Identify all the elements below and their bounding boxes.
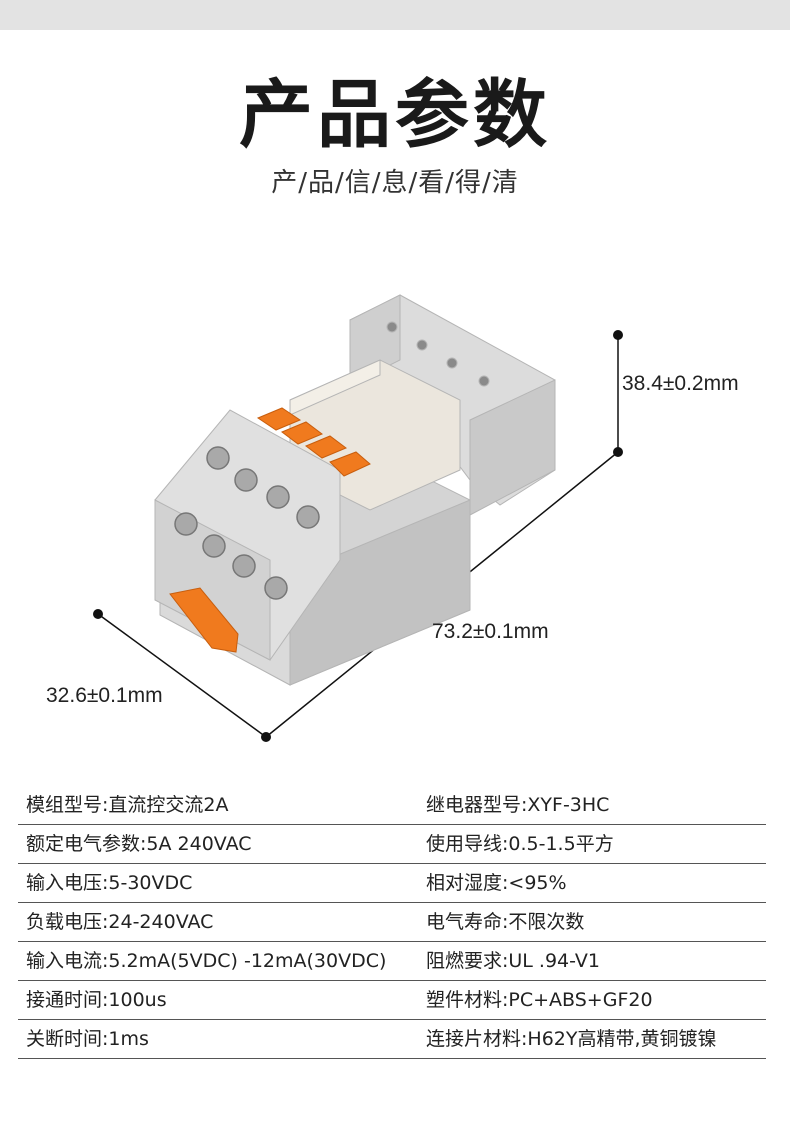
product-illustration	[93, 294, 623, 742]
spec-row: 输入电压:5-30VDC 相对湿度:<95%	[18, 864, 766, 903]
spec-left: 模组型号:直流控交流2A	[26, 794, 229, 816]
page-subtitle: 产/品/信/息/看/得/清	[271, 168, 519, 198]
spec-left: 接通时间:100us	[26, 989, 167, 1011]
spec-right: 塑件材料:PC+ABS+GF20	[426, 989, 653, 1011]
height-dimension: 38.4±0.2mm	[622, 372, 739, 395]
spec-row: 负载电压:24-240VAC 电气寿命:不限次数	[18, 903, 766, 942]
top-band	[0, 0, 790, 30]
dimension-dots	[93, 330, 623, 742]
spec-right: 电气寿命:不限次数	[426, 911, 585, 933]
spec-row: 额定电气参数:5A 240VAC 使用导线:0.5-1.5平方	[18, 825, 766, 864]
orange-latches	[169, 407, 371, 653]
spec-row: 模组型号:直流控交流2A 继电器型号:XYF-3HC	[18, 786, 766, 825]
spec-row: 接通时间:100us 塑件材料:PC+ABS+GF20	[18, 981, 766, 1020]
spec-right: 继电器型号:XYF-3HC	[426, 794, 610, 816]
spec-left: 额定电气参数:5A 240VAC	[26, 833, 252, 855]
page-title: 产品参数	[239, 72, 551, 158]
spec-row: 输入电流:5.2mA(5VDC) -12mA(30VDC) 阻燃要求:UL .9…	[18, 942, 766, 981]
spec-left: 负载电压:24-240VAC	[26, 911, 214, 933]
length-dimension: 73.2±0.1mm	[432, 620, 549, 643]
depth-dimension: 32.6±0.1mm	[46, 684, 163, 707]
spec-right: 连接片材料:H62Y高精带,黄铜镀镍	[426, 1028, 717, 1050]
spec-left: 输入电压:5-30VDC	[26, 872, 193, 894]
spec-right: 使用导线:0.5-1.5平方	[426, 833, 614, 855]
spec-left: 关断时间:1ms	[26, 1028, 149, 1050]
spec-left: 输入电流:5.2mA(5VDC) -12mA(30VDC)	[26, 950, 387, 972]
spec-right: 相对湿度:<95%	[426, 872, 567, 894]
relay-socket	[154, 294, 556, 686]
spec-table: 模组型号:直流控交流2A 继电器型号:XYF-3HC 额定电气参数:5A 240…	[18, 786, 766, 1059]
spec-row: 关断时间:1ms 连接片材料:H62Y高精带,黄铜镀镍	[18, 1020, 766, 1059]
terminal-screws	[174, 446, 320, 600]
spec-right: 阻燃要求:UL .94-V1	[426, 950, 600, 972]
